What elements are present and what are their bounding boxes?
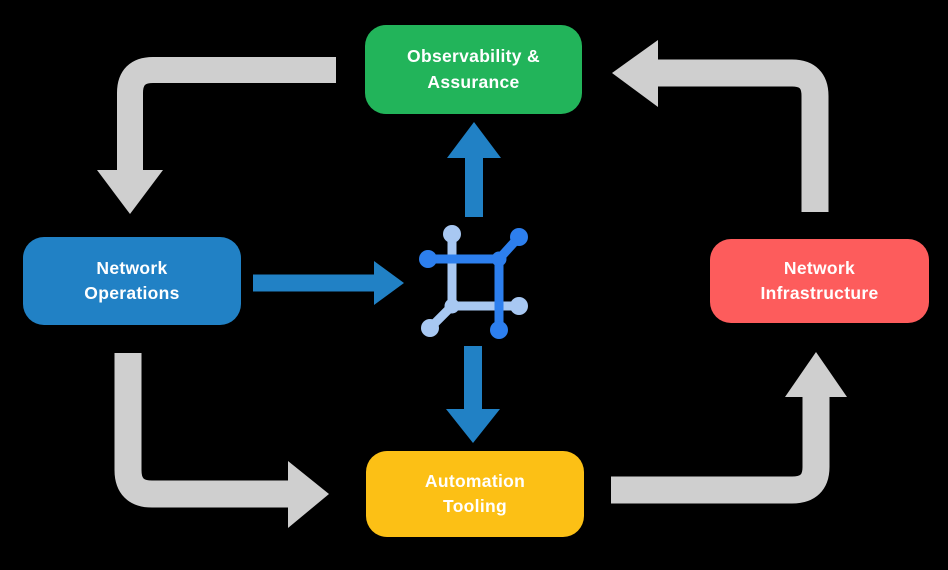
arrow-icon-to-tooling xyxy=(446,346,500,443)
node-network-operations-label: Network Operations xyxy=(84,257,180,303)
network-automation-icon xyxy=(419,225,528,339)
node-observability-assurance: Observability & Assurance xyxy=(365,25,582,114)
arrow-operations-to-tooling xyxy=(114,353,329,528)
network-icon-bright-parts xyxy=(419,228,528,339)
node-network-operations: Network Operations xyxy=(23,237,241,325)
arrow-operations-to-icon xyxy=(253,261,404,305)
arrow-tooling-to-infrastructure xyxy=(611,352,847,504)
arrow-infrastructure-to-assurance xyxy=(612,40,829,212)
node-network-infrastructure: Network Infrastructure xyxy=(710,239,929,323)
arrow-icon-to-assurance xyxy=(447,122,501,217)
node-observability-assurance-label: Observability & Assurance xyxy=(407,46,540,92)
node-automation-tooling-label: Automation Tooling xyxy=(424,470,526,516)
arrow-assurance-to-operations xyxy=(97,57,336,214)
node-network-infrastructure-label: Network Infrastructure xyxy=(760,257,879,303)
node-automation-tooling: Automation Tooling xyxy=(366,451,584,537)
